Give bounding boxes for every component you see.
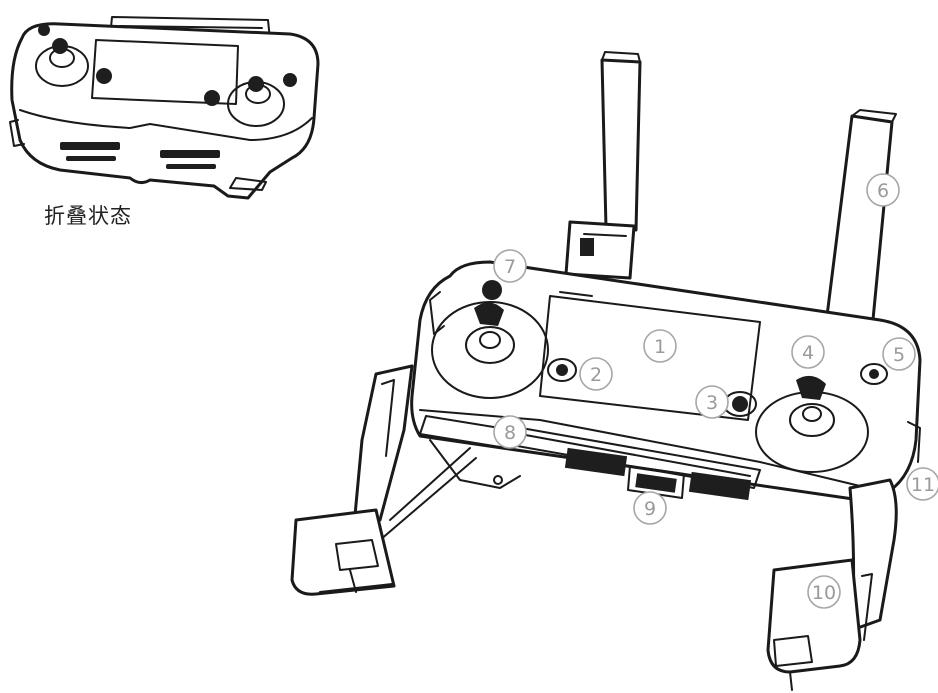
callout-circle bbox=[807, 575, 841, 609]
callout-circle bbox=[882, 337, 916, 371]
callout-circle bbox=[493, 249, 527, 283]
callout-number: 11 bbox=[911, 474, 935, 496]
callout-7: 7 bbox=[493, 249, 527, 283]
callout-11: 11 bbox=[906, 467, 938, 501]
callout-3: 3 bbox=[695, 385, 729, 419]
callout-4: 4 bbox=[791, 335, 825, 369]
callout-circle bbox=[579, 357, 613, 391]
callout-circle bbox=[493, 415, 527, 449]
callout-number: 7 bbox=[504, 256, 516, 278]
callout-circle bbox=[791, 335, 825, 369]
callout-8: 8 bbox=[493, 415, 527, 449]
callout-number: 10 bbox=[812, 582, 836, 604]
callout-number: 3 bbox=[706, 392, 718, 414]
callout-number: 1 bbox=[654, 336, 666, 358]
callout-markers: 1 2 3 4 5 6 7 8 9 10 11 bbox=[493, 173, 938, 609]
callout-number: 9 bbox=[644, 498, 656, 520]
callout-1: 1 bbox=[643, 329, 677, 363]
callout-2: 2 bbox=[579, 357, 613, 391]
callout-number: 2 bbox=[590, 364, 602, 386]
callout-6: 6 bbox=[866, 173, 900, 207]
callout-5: 5 bbox=[882, 337, 916, 371]
callout-number: 5 bbox=[893, 344, 905, 366]
callout-number: 6 bbox=[877, 180, 889, 202]
callout-9: 9 bbox=[633, 491, 667, 525]
callout-circle bbox=[866, 173, 900, 207]
callout-circle bbox=[906, 467, 938, 501]
folded-controller-illustration bbox=[9, 16, 320, 200]
callout-number: 8 bbox=[504, 422, 516, 444]
callout-circle bbox=[633, 491, 667, 525]
folded-state-caption: 折叠状态 bbox=[44, 204, 132, 228]
callout-10: 10 bbox=[807, 575, 841, 609]
callout-circle bbox=[695, 385, 729, 419]
callout-circle bbox=[643, 329, 677, 363]
callout-number: 4 bbox=[802, 342, 814, 364]
